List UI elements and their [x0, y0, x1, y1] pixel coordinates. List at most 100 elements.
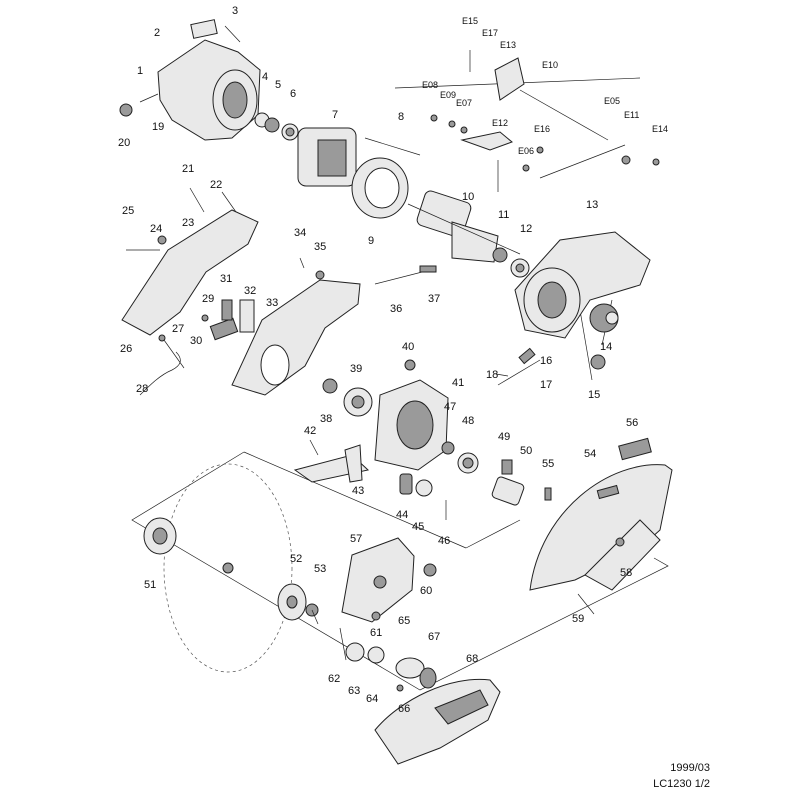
bearings [254, 112, 299, 141]
part-label: 6 [290, 88, 296, 100]
part-label: 51 [144, 579, 156, 591]
part-label: 12 [520, 223, 532, 235]
part-label: 14 [600, 341, 612, 353]
part-label: 18 [486, 369, 498, 381]
part-label: E08 [422, 80, 438, 90]
part-label: 19 [152, 121, 164, 133]
armature-bearings [492, 247, 530, 278]
case-bearings [399, 441, 479, 520]
footer-date: 1999/03 [670, 762, 710, 774]
part-label: E05 [604, 96, 620, 106]
part-label: 1 [137, 65, 143, 77]
part-label: 28 [136, 383, 148, 395]
gear-housing [514, 231, 651, 370]
part-label: 68 [466, 653, 478, 665]
baffle-ring [351, 157, 409, 219]
part-label: E17 [482, 28, 498, 38]
part-label: 4 [262, 71, 268, 83]
part-label: 20 [118, 137, 130, 149]
part-label: 27 [172, 323, 184, 335]
motor-housing [119, 19, 261, 141]
part-label: E15 [462, 16, 478, 26]
part-label: 55 [542, 458, 554, 470]
handle-cover [231, 257, 361, 396]
part-label: 9 [368, 235, 374, 247]
part-label: 17 [540, 379, 552, 391]
part-label: 32 [244, 285, 256, 297]
part-label: 21 [182, 163, 194, 175]
part-label: E12 [492, 118, 508, 128]
part-label: E10 [542, 60, 558, 70]
handle [121, 187, 259, 336]
part-label: 48 [462, 415, 474, 427]
part-label: 10 [462, 191, 474, 203]
part-label: 34 [294, 227, 306, 239]
part-label: 67 [428, 631, 440, 643]
part-label: 45 [412, 521, 424, 533]
part-label: 40 [402, 341, 414, 353]
safety-cover [374, 678, 501, 765]
pins [374, 265, 437, 285]
saw-blade [163, 463, 293, 673]
part-label: 46 [438, 535, 450, 547]
flanges [143, 517, 319, 625]
part-label: 16 [540, 355, 552, 367]
part-labels: 3 2 1 4 5 6 7 8 19 20 10 21 22 13 25 11 … [118, 5, 638, 715]
part-label: 63 [348, 685, 360, 697]
part-label: 60 [420, 585, 432, 597]
part-label: 39 [350, 363, 362, 375]
part-label: 49 [498, 431, 510, 443]
part-label: E06 [518, 146, 534, 156]
part-label: 11 [498, 209, 509, 221]
part-label: 37 [428, 293, 440, 305]
part-label: 57 [350, 533, 362, 545]
part-label: 53 [314, 563, 326, 575]
part-label: 47 [444, 401, 456, 413]
part-label: E09 [440, 90, 456, 100]
part-label: 52 [290, 553, 302, 565]
part-label: E14 [652, 124, 668, 134]
part-label: 5 [275, 79, 281, 91]
spring-parts [395, 657, 437, 692]
part-label: 25 [122, 205, 134, 217]
spindle [491, 459, 552, 506]
armature [407, 190, 521, 263]
rods [430, 50, 660, 192]
switch-parts [139, 299, 255, 396]
plates [339, 611, 385, 664]
part-label: 36 [390, 303, 402, 315]
shaft [495, 347, 541, 386]
part-label: 54 [584, 448, 596, 460]
gear-case [374, 379, 449, 471]
part-label: 35 [314, 241, 326, 253]
part-label: 2 [154, 27, 160, 39]
part-label: 65 [398, 615, 410, 627]
stator [297, 127, 421, 187]
spindle-gear [322, 359, 416, 417]
part-label: 13 [586, 199, 598, 211]
part-label: 66 [398, 703, 410, 715]
part-label: E11 [624, 110, 639, 120]
part-label: 38 [320, 413, 332, 425]
part-label: 7 [332, 109, 338, 121]
part-label: 26 [120, 343, 132, 355]
blade-case [529, 437, 673, 615]
part-label: 24 [150, 223, 162, 235]
part-label: 64 [366, 693, 378, 705]
part-label: E13 [500, 40, 516, 50]
footer-model: LC1230 1/2 [653, 778, 710, 790]
part-label: 30 [190, 335, 202, 347]
part-label: 8 [398, 111, 404, 123]
part-label: 56 [626, 417, 638, 429]
part-label: 3 [232, 5, 238, 17]
part-label: 62 [328, 673, 340, 685]
center-cover [341, 537, 437, 623]
part-label: 44 [396, 509, 408, 521]
safety-plate [293, 439, 370, 483]
part-label: 42 [304, 425, 316, 437]
e-part-labels: E15 E17 E13 E10 E08 E09 E07 E12 E16 E06 … [422, 16, 668, 156]
part-label: 43 [352, 485, 364, 497]
part-label: 22 [210, 179, 222, 191]
part-label: 61 [370, 627, 382, 639]
